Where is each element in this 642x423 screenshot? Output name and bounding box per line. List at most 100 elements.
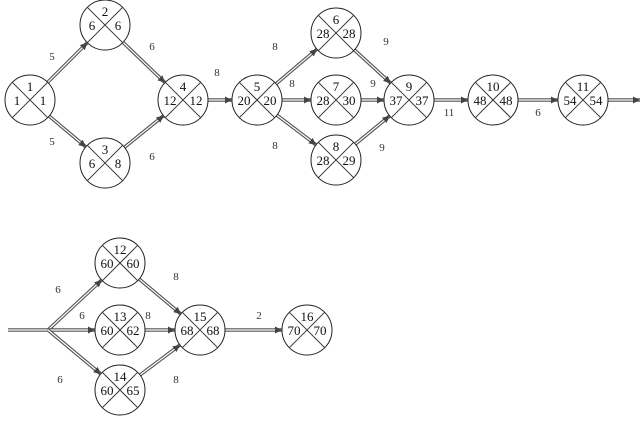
edge-13-15: 8 — [145, 310, 175, 334]
edge-7-9: 9 — [361, 78, 384, 104]
edge-4-5: 8 — [208, 67, 232, 104]
edge-duration-label: 8 — [289, 78, 295, 90]
edge-J-13: 6 — [48, 310, 95, 334]
node-id: 3 — [102, 142, 109, 157]
edge-duration-label: 6 — [535, 107, 541, 119]
node-late-time: 54 — [590, 93, 604, 108]
edge-duration-label: 8 — [272, 41, 278, 53]
node-early-time: 28 — [317, 93, 330, 108]
node-7: 728 30 — [310, 74, 362, 126]
node-late-time: 62 — [127, 323, 140, 338]
arrowhead-icon — [94, 280, 102, 288]
edge-duration-label: 5 — [49, 136, 55, 148]
node-late-time: 6 — [115, 18, 122, 33]
node-late-time: 37 — [416, 93, 430, 108]
edge-8-9: 9 — [354, 114, 391, 154]
node-3: 36 8 — [79, 137, 131, 189]
edge-duration-label: 2 — [256, 310, 262, 322]
arrowhead-icon — [304, 96, 311, 104]
arrowhead-icon — [382, 115, 390, 124]
edge-11-out — [608, 96, 640, 104]
node-late-time: 60 — [127, 256, 140, 271]
edge-duration-label: 6 — [57, 374, 63, 386]
node-early-time: 48 — [474, 93, 487, 108]
arrowhead-icon — [172, 345, 180, 352]
edge-duration-label: 9 — [383, 36, 389, 48]
node-late-time: 20 — [264, 93, 277, 108]
node-id: 12 — [114, 242, 127, 257]
node-id: 2 — [102, 4, 109, 19]
edge-1-2: 5 — [46, 41, 89, 84]
arrowhead-icon — [157, 75, 165, 83]
edge-9-10: 11 — [434, 96, 468, 119]
node-late-time: 48 — [500, 93, 513, 108]
node-early-time: 60 — [101, 323, 114, 338]
edge-12-15: 8 — [138, 271, 182, 316]
edge-J-12: 6 — [46, 278, 103, 332]
node-id: 5 — [254, 79, 261, 94]
edge-10-11: 6 — [518, 96, 558, 119]
node-id: 4 — [180, 79, 187, 94]
edge-duration-label: 6 — [79, 310, 85, 322]
edge-duration-label: 6 — [55, 284, 61, 296]
node-2: 26 6 — [79, 0, 131, 51]
edge-duration-label: 8 — [272, 140, 278, 152]
edge-6-9: 9 — [353, 36, 392, 85]
arrowhead-icon — [155, 115, 164, 123]
node-id: 6 — [333, 12, 340, 27]
node-early-time: 6 — [89, 18, 96, 33]
node-early-time: 20 — [238, 93, 251, 108]
node-early-time: 28 — [317, 26, 330, 41]
node-late-time: 12 — [190, 93, 203, 108]
node-early-time: 6 — [89, 156, 96, 171]
arrowhead-icon — [461, 96, 468, 104]
node-id: 7 — [333, 79, 340, 94]
arrowhead-icon — [168, 326, 175, 334]
arrowhead-icon — [78, 139, 86, 147]
edge-duration-label: 6 — [149, 151, 155, 163]
node-5: 520 20 — [231, 74, 283, 126]
node-late-time: 8 — [115, 156, 122, 171]
node-id: 15 — [194, 309, 207, 324]
edge-duration-label: 8 — [145, 310, 151, 322]
arrowhead-icon — [383, 75, 391, 84]
node-late-time: 70 — [314, 323, 327, 338]
node-id: 9 — [406, 79, 413, 94]
edge-J-14: 6 — [46, 328, 102, 386]
edge-duration-label: 6 — [149, 41, 155, 53]
edge-5-7: 8 — [282, 78, 311, 104]
edge-2-4: 6 — [121, 41, 167, 84]
node-early-time: 70 — [288, 323, 301, 338]
arrowhead-icon — [93, 366, 101, 374]
node-id: 11 — [577, 79, 590, 94]
edge-3-4: 6 — [123, 114, 165, 163]
node-late-time: 30 — [343, 93, 356, 108]
node-late-time: 65 — [127, 383, 140, 398]
node-early-time: 54 — [564, 93, 578, 108]
edge-duration-label: 9 — [379, 142, 385, 154]
node-id: 14 — [114, 369, 128, 384]
arrowhead-icon — [377, 96, 384, 104]
edge-15-16: 2 — [225, 310, 282, 334]
arrowhead-icon — [173, 306, 181, 314]
node-early-time: 1 — [14, 93, 21, 108]
arrowhead-icon — [79, 42, 88, 51]
node-early-time: 68 — [181, 323, 194, 338]
arrowhead-icon — [88, 326, 95, 334]
edge-14-15: 8 — [138, 343, 182, 386]
edge-duration-label: 8 — [173, 271, 179, 283]
node-early-time: 28 — [317, 153, 330, 168]
edge-duration-label: 11 — [444, 107, 455, 119]
edge-duration-label: 9 — [370, 78, 376, 90]
